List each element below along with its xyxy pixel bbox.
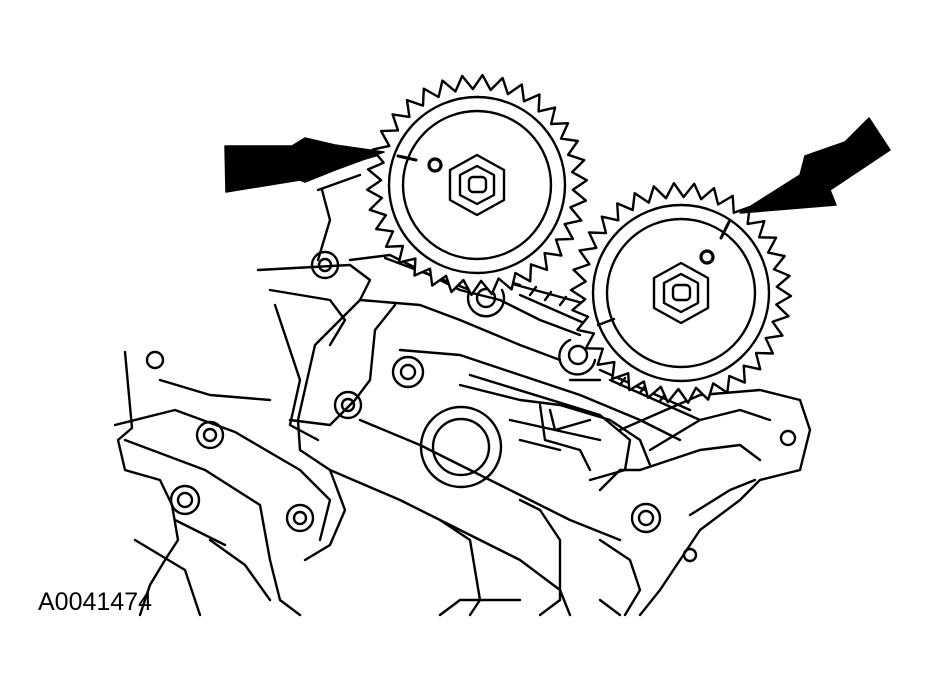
- timing-mark-dot: [427, 157, 443, 173]
- sprocket-hex-bolt: [448, 153, 506, 217]
- sprocket-bolt-head: [458, 164, 496, 206]
- timing-mark-line: [396, 154, 418, 162]
- sprocket-inner-ring: [605, 217, 757, 369]
- timing-mark-dot: [699, 249, 715, 265]
- sprocket-inner-ring: [401, 109, 553, 261]
- arrow-right-timing-mark: [739, 117, 891, 214]
- sprocket-bolt-slot: [671, 283, 692, 302]
- sprocket-bolt-head: [662, 272, 700, 314]
- right-camshaft-sprocket: [569, 181, 793, 404]
- figure-id-label: A0041474: [38, 588, 153, 616]
- sprocket-bolt-slot: [467, 175, 488, 194]
- sprocket-key-line: [596, 317, 616, 327]
- sprocket-hex-bolt: [652, 261, 710, 325]
- timing-mark-arrows: [224, 117, 891, 214]
- bolt-holes: [145, 250, 797, 563]
- left-camshaft-sprocket: [365, 73, 589, 297]
- timing-mark-line: [719, 220, 731, 240]
- arrow-left-timing-mark: [224, 137, 385, 193]
